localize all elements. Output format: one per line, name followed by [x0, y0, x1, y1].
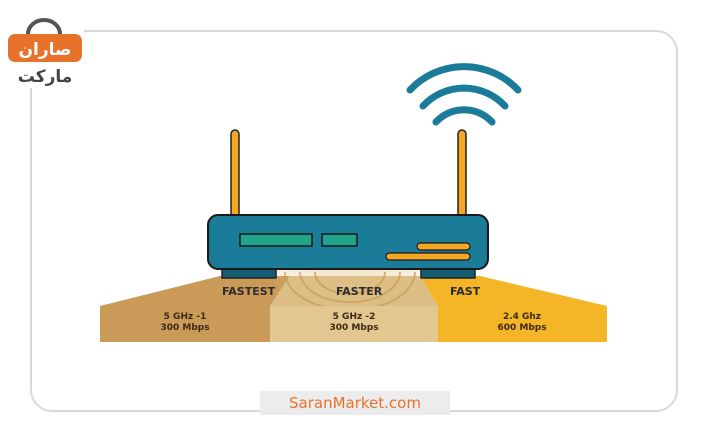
logo: صاران مارکت [2, 10, 84, 88]
site-watermark: SaranMarket.com [260, 391, 450, 415]
svg-text:مارکت: مارکت [18, 67, 73, 87]
antenna-right [457, 129, 467, 219]
band-fastest-spread [100, 276, 290, 306]
antenna-left [230, 129, 240, 219]
speed-label-fast: FAST [450, 285, 481, 298]
band-fast-spread [420, 276, 607, 306]
band-fastest [100, 306, 270, 342]
speed-label-fastest: FASTEST [222, 285, 276, 298]
band-fast [438, 306, 607, 342]
svg-text:صاران: صاران [19, 40, 72, 60]
speed-label-faster: FASTER [336, 285, 383, 298]
band-faster [270, 306, 438, 342]
wifi-icon [406, 63, 522, 126]
